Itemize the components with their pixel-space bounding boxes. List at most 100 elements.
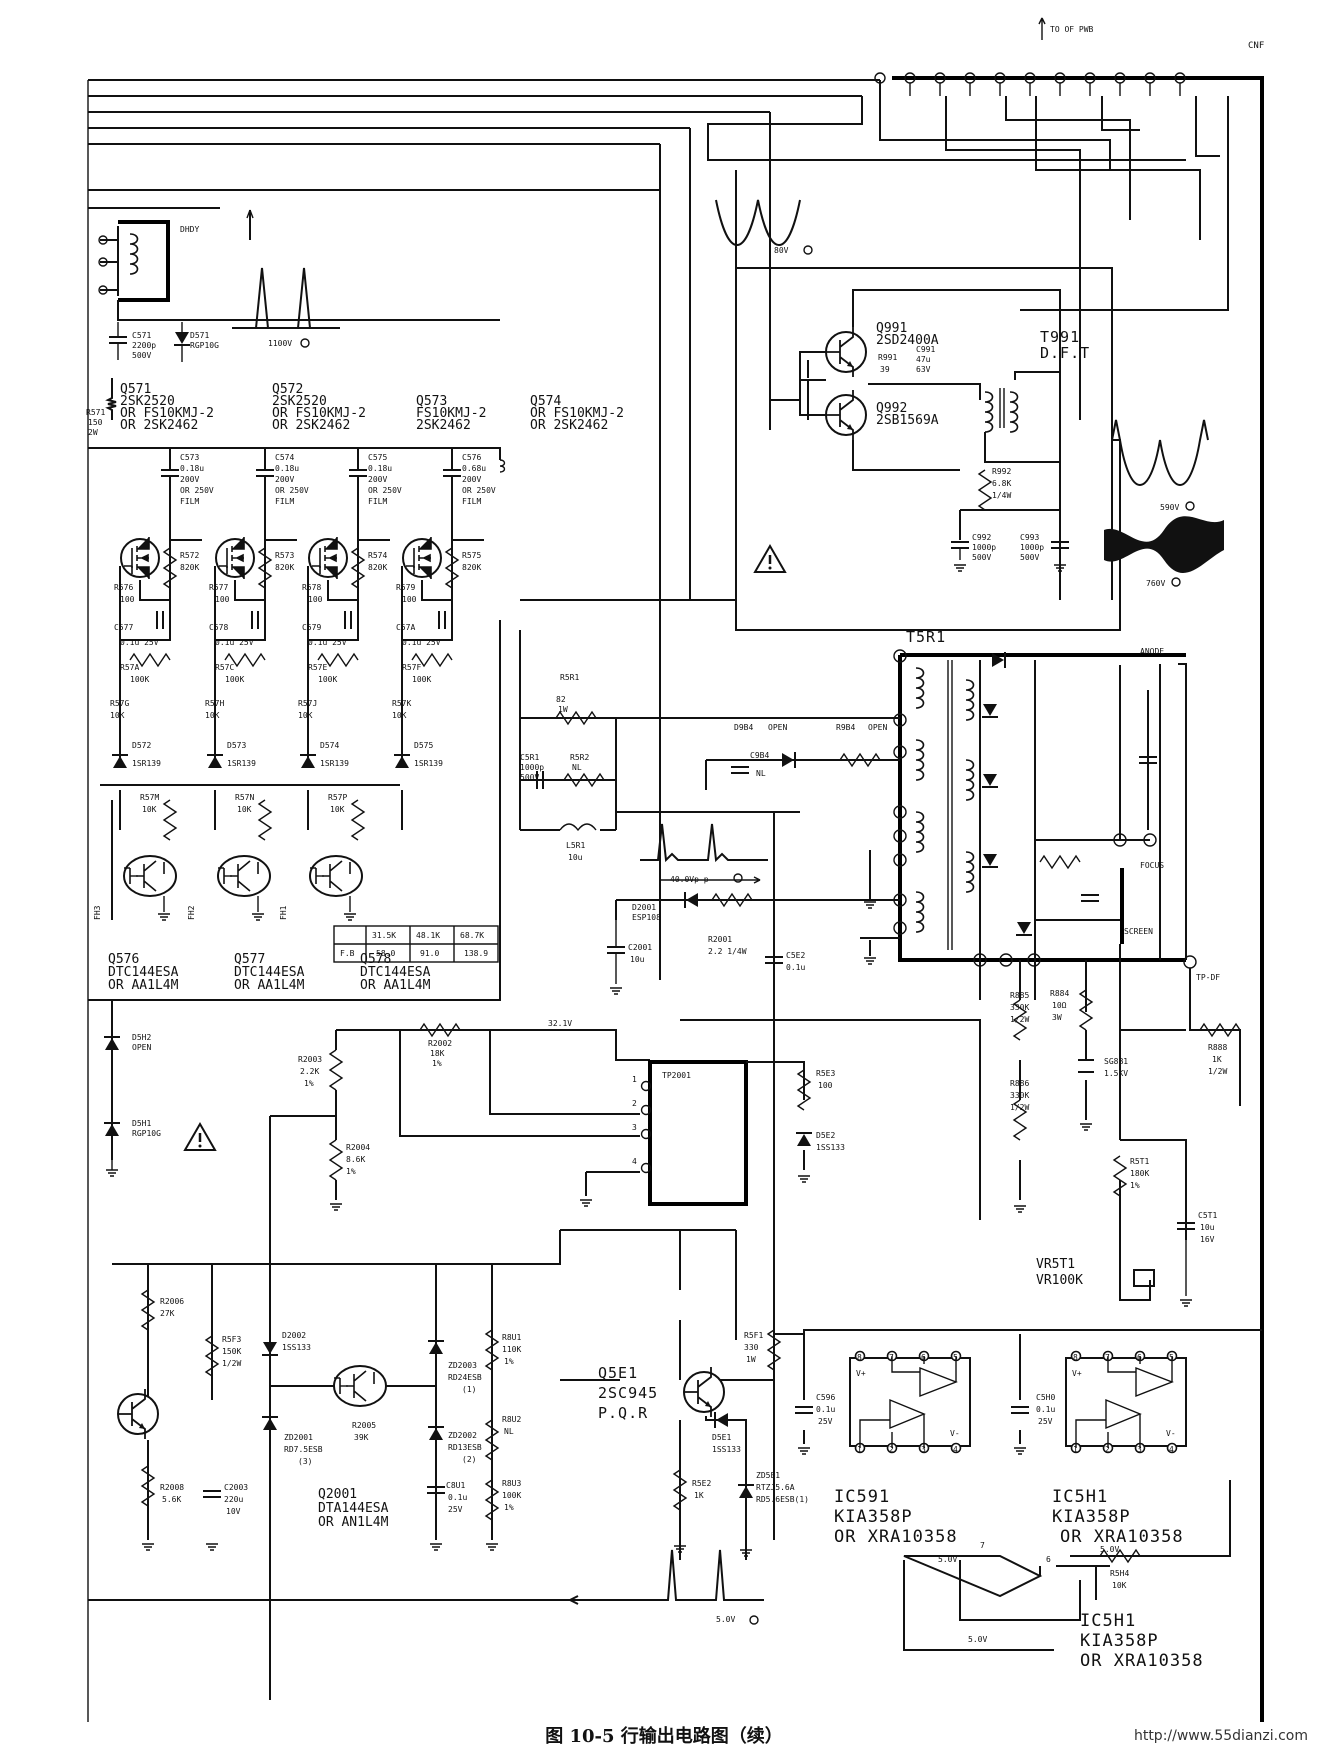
c991-label: C991 [916, 345, 935, 354]
diode-label: D574 [320, 741, 339, 750]
fbt-pin [893, 921, 907, 935]
r5h4-label: R5H4 [1110, 1569, 1129, 1578]
d5h2-value: OPEN [132, 1043, 151, 1052]
tp2001-label: TP2001 [662, 1071, 691, 1080]
q572-label: Q572 [272, 382, 303, 397]
q576-alt: OR AA1L4M [108, 978, 179, 993]
resistor-value: 820K [368, 563, 387, 572]
r885-power: 1/2W [1010, 1015, 1029, 1024]
capacitor-label: FILM [180, 497, 199, 506]
r884-value: 10Ω [1052, 1001, 1067, 1010]
q991-transistor [825, 326, 867, 378]
ground-icon [157, 913, 171, 921]
resistor-value: 10K [298, 711, 313, 720]
capacitor-label: C575 [368, 453, 387, 462]
resistor-label: R57K [392, 699, 411, 708]
capacitor-label: OR 250V [368, 486, 402, 495]
r888-power: 1/2W [1208, 1067, 1227, 1076]
gate-capacitor [344, 610, 352, 630]
op-amp-symbol [889, 1366, 958, 1430]
diode-label: D573 [227, 741, 246, 750]
r8u2-label: R8U2 [502, 1415, 521, 1424]
switch-transistor [123, 855, 177, 897]
zd2003-label: ZD2003 [448, 1361, 477, 1370]
mosfet-drain-wire [357, 448, 390, 541]
r2003-label: R2003 [298, 1055, 322, 1064]
zd2003-index: (1) [462, 1385, 476, 1394]
focus-label: FOCUS [1140, 861, 1164, 870]
voltage-5v-label-3: 5.0V [968, 1635, 987, 1644]
c992-label: C992 [972, 533, 991, 542]
r5f1-label: R5F1 [744, 1331, 763, 1340]
gate-resistor-label: R577 [209, 583, 228, 592]
op-amp-symbol [1105, 1366, 1174, 1430]
gate-capacitor-label: C577 [114, 623, 133, 632]
d2002-part: 1SS133 [282, 1343, 311, 1352]
d2001-label: D2001 [632, 903, 656, 912]
resistor-label: R573 [275, 551, 294, 560]
fh-label: FH3 [93, 905, 102, 920]
capacitor-label: FILM [368, 497, 387, 506]
q578-part: DTC144ESA [360, 965, 431, 980]
test-point-icon [803, 245, 813, 255]
r5r1-network: 82 1W C5R1 1000p 500V R5R2 NL L5R1 10u D… [519, 630, 900, 1540]
capacitor-label: 200V [275, 475, 294, 484]
fbt-pin [893, 745, 907, 759]
c571-label: C571 [132, 331, 151, 340]
gate-resistor-value: 100 [215, 595, 230, 604]
c9b4-label: C9B4 [750, 751, 769, 760]
t5r1-label: T5R1 [906, 628, 946, 646]
ic5h1-opamp-section: 5.0V 7 6 5.0V R5H4 10K 5.0V IC5H1 KIA358… [903, 1480, 1231, 1671]
q572-alt2: OR 2SK2462 [272, 418, 350, 433]
c993-voltage: 500V [1020, 553, 1039, 562]
tp2001-pin-label: 2 [632, 1099, 637, 1108]
q5e1-part: 2SC945 [598, 1384, 658, 1402]
c993-value: 1000p [1020, 543, 1044, 552]
ic-pin-number: 1 [1073, 1445, 1078, 1454]
resistor [258, 799, 272, 841]
diode-part: 1SR139 [227, 759, 256, 768]
ic-pin-number: 4 [953, 1445, 958, 1454]
wave-590v-label: 590V [1160, 503, 1179, 512]
ic5h1-part-2: KIA358P [1080, 1631, 1159, 1651]
vr5t1-label: VR5T1 [1036, 1257, 1075, 1272]
ic5h1-label-2: IC5H1 [1080, 1611, 1136, 1631]
diode-label: D572 [132, 741, 151, 750]
resistor [163, 799, 177, 841]
bias-resistor-label: R57A [120, 663, 139, 672]
q5e1-label: Q5E1 [598, 1364, 638, 1382]
c992-voltage: 500V [972, 553, 991, 562]
fbt-t5r1: T5R1 ANODE FOCUS SCREEN TP-DF [860, 628, 1220, 1000]
resistor-label: R57G [110, 699, 129, 708]
freq-table: 31.5K 48.1K 68.7K F.B 58.0 91.0 138.9 [333, 925, 499, 963]
test-point-icon [749, 1615, 759, 1625]
freq-row-91: 91.0 [420, 949, 439, 958]
q992-label: Q992 [876, 401, 907, 416]
switch-transistor [309, 855, 363, 897]
fbt-pin [893, 829, 907, 843]
bias-resistor-label: R57F [402, 663, 421, 672]
q572-alt1: OR FS10KMJ-2 [272, 406, 366, 421]
wave-5v-label: 5.0V [716, 1615, 735, 1624]
gate-resistor-label: R578 [302, 583, 321, 592]
r2002-value: 18K [430, 1049, 445, 1058]
gate-capacitor [438, 610, 446, 630]
wave-80v-label: 80V [774, 246, 789, 255]
resistor-value: 10K [142, 805, 157, 814]
diode-part: 1SR139 [414, 759, 443, 768]
diode [111, 754, 129, 769]
l5r1-value: 10u [568, 853, 583, 862]
c2001-value: 10u [630, 955, 645, 964]
r5e3-label: R5E3 [816, 1069, 835, 1078]
r888-value: 1K [1212, 1055, 1222, 1064]
zd2002-part: RD13ESB [448, 1443, 482, 1452]
figure-caption: 图 10-5 行输出电路图（续） [545, 1726, 783, 1747]
r884-label: R884 [1050, 989, 1069, 998]
tp2001-pin-label: 4 [632, 1157, 637, 1166]
q576-part: DTC144ESA [108, 965, 179, 980]
test-point-icon [1171, 577, 1181, 587]
capacitor-label: C576 [462, 453, 481, 462]
test-point-icon [1185, 501, 1195, 511]
